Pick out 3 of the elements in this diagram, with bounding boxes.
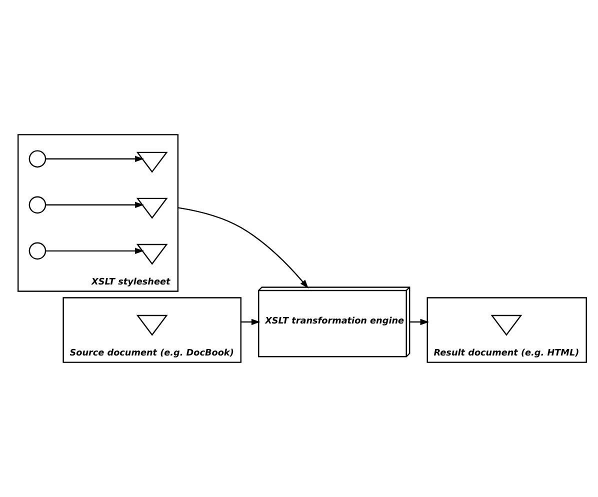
node-label: Source document (e.g. DocBook) bbox=[70, 348, 234, 359]
node-label: XSLT stylesheet bbox=[92, 278, 170, 288]
node-label: Result document (e.g. HTML) bbox=[434, 348, 580, 359]
